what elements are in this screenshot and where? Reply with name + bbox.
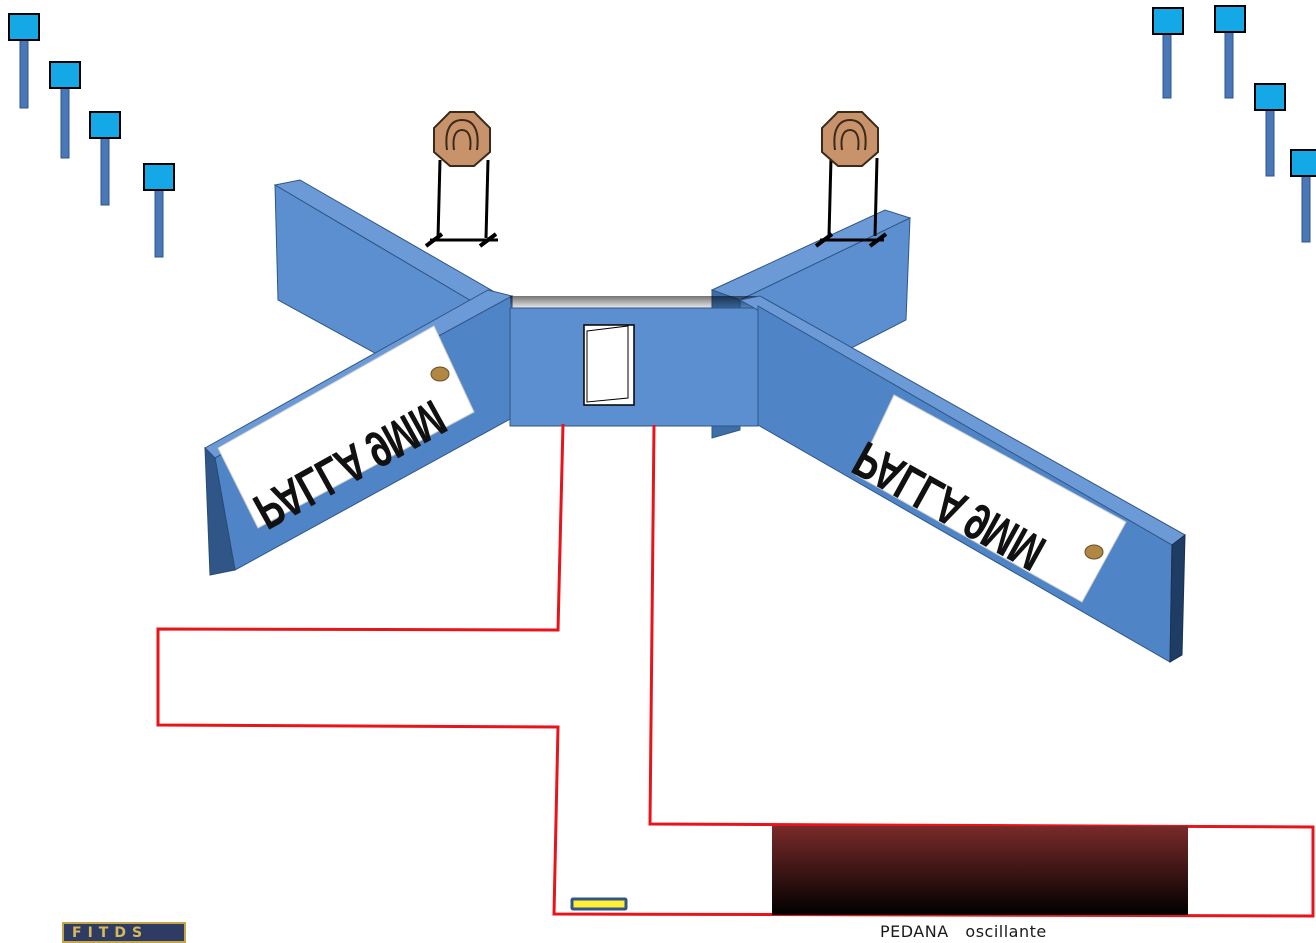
popper-icon <box>49 61 81 159</box>
bullet-icon <box>430 366 450 382</box>
popper-group-right <box>1152 5 1316 243</box>
popper-icon <box>1152 7 1184 99</box>
popper-icon <box>8 13 40 109</box>
popper-icon <box>143 163 175 258</box>
fitds-logo: FITDS <box>62 922 186 943</box>
popper-icon <box>1254 83 1286 177</box>
steel-octagon-target-icon <box>433 111 491 167</box>
wall-center <box>509 296 759 427</box>
steel-octagon-target-icon <box>821 111 879 167</box>
popper-icon <box>89 111 121 206</box>
oscillating-platform <box>772 826 1188 915</box>
shooting-area-outline <box>156 423 1315 918</box>
start-marker-icon <box>570 897 628 911</box>
bullet-icon <box>1084 544 1104 560</box>
door-icon <box>583 324 635 406</box>
popper-icon <box>1290 149 1316 243</box>
popper-icon <box>1214 5 1246 99</box>
popper-group-left <box>8 13 175 258</box>
fitds-logo-text: FITDS <box>72 925 149 941</box>
steel-target-right <box>814 111 888 248</box>
steel-target-left <box>424 111 498 248</box>
platform-label: PEDANA oscillante <box>880 922 1047 941</box>
